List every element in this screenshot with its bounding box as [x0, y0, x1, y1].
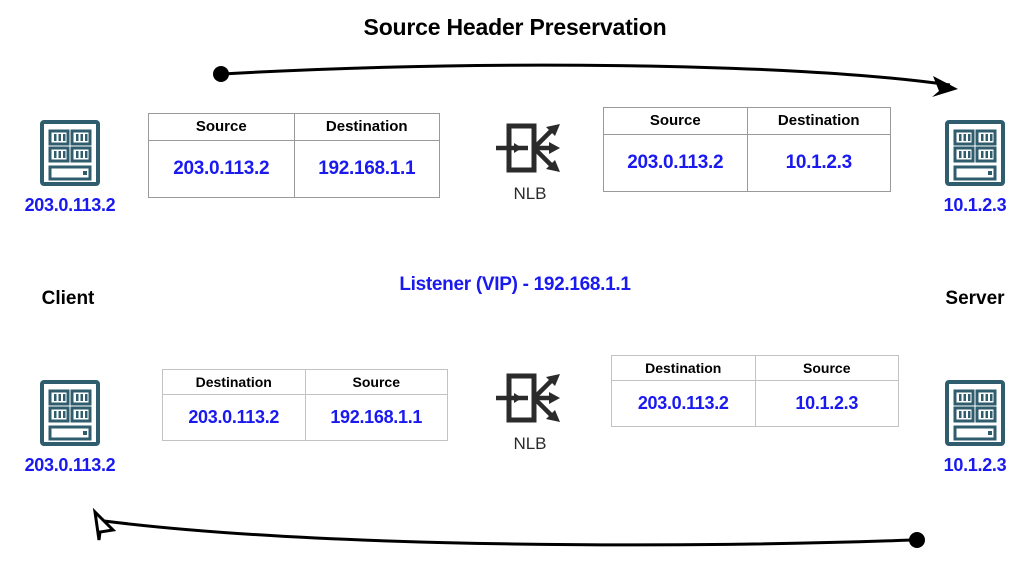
node-ip-label: 203.0.113.2: [24, 455, 116, 475]
column-header: Destination: [293, 113, 440, 141]
flow-start-dot-bottom: [909, 532, 925, 548]
table-row: 203.0.113.2 192.168.1.1: [148, 140, 440, 198]
table-cell-value: 203.0.113.2: [162, 394, 306, 441]
node-client-bottom: 203.0.113.2: [10, 378, 130, 476]
server-rack-icon: [40, 380, 100, 446]
nlb-icon: [496, 123, 560, 173]
packet-table-top-right: Source Destination 203.0.113.2 10.1.2.3: [603, 107, 891, 192]
flow-arrow-top: [213, 63, 958, 97]
nlb-node-bottom: NLB: [470, 368, 590, 454]
table-header-row: Source Destination: [603, 107, 891, 135]
node-client-top: 203.0.113.2: [10, 118, 130, 216]
column-header: Destination: [746, 107, 891, 135]
column-header: Destination: [611, 355, 756, 381]
node-ip-label: 203.0.113.2: [24, 195, 116, 215]
nlb-label: NLB: [513, 434, 547, 453]
label-server: Server: [945, 288, 1005, 309]
table-cell-value: 203.0.113.2: [611, 380, 756, 427]
column-header: Source: [148, 113, 295, 141]
node-server-top: 10.1.2.3: [915, 118, 1030, 216]
flow-arrowhead-top: [932, 76, 958, 97]
column-header: Source: [603, 107, 748, 135]
column-header: Source: [304, 369, 448, 395]
nlb-label: NLB: [513, 184, 547, 203]
table-cell-value: 192.168.1.1: [304, 394, 448, 441]
label-client: Client: [41, 288, 95, 309]
table-header-row: Destination Source: [611, 355, 899, 381]
nlb-node-top: NLB: [470, 118, 590, 204]
label-listener-vip: Listener (VIP) - 192.168.1.1: [399, 274, 631, 295]
flow-arrowhead-bottom: [92, 507, 117, 541]
flow-arrow-bottom: [92, 507, 925, 548]
server-rack-icon: [40, 120, 100, 186]
node-ip-label: 10.1.2.3: [943, 455, 1007, 475]
packet-table-bottom-left: Destination Source 203.0.113.2 192.168.1…: [162, 369, 448, 441]
table-row: 203.0.113.2 10.1.2.3: [611, 380, 899, 427]
table-cell-value: 203.0.113.2: [148, 140, 295, 198]
packet-table-bottom-right: Destination Source 203.0.113.2 10.1.2.3: [611, 355, 899, 427]
node-server-bottom: 10.1.2.3: [915, 378, 1030, 476]
flow-start-dot-top: [213, 66, 229, 82]
table-cell-value: 192.168.1.1: [293, 140, 440, 198]
nlb-icon: [496, 373, 560, 423]
server-rack-icon: [945, 380, 1005, 446]
table-header-row: Destination Source: [162, 369, 448, 395]
table-row: 203.0.113.2 10.1.2.3: [603, 134, 891, 192]
page-title: Source Header Preservation: [363, 14, 667, 40]
table-cell-value: 10.1.2.3: [746, 134, 891, 192]
packet-table-top-left: Source Destination 203.0.113.2 192.168.1…: [148, 113, 440, 198]
node-ip-label: 10.1.2.3: [943, 195, 1007, 215]
server-rack-icon: [945, 120, 1005, 186]
column-header: Destination: [162, 369, 306, 395]
table-header-row: Source Destination: [148, 113, 440, 141]
table-row: 203.0.113.2 192.168.1.1: [162, 394, 448, 441]
column-header: Source: [754, 355, 899, 381]
table-cell-value: 10.1.2.3: [754, 380, 899, 427]
table-cell-value: 203.0.113.2: [603, 134, 748, 192]
